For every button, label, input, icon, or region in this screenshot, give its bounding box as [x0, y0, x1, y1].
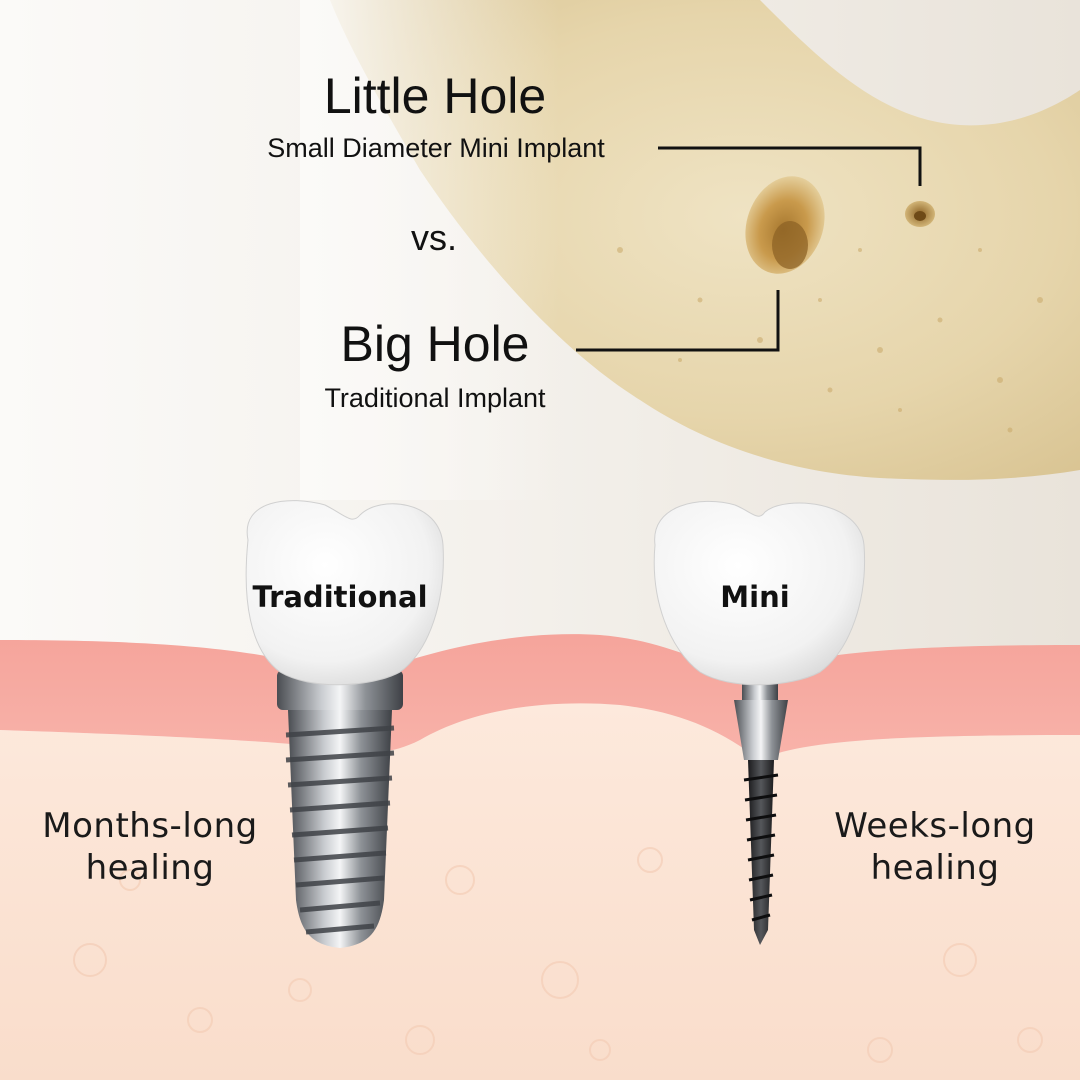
mini-label: Mini	[720, 580, 790, 614]
traditional-crown	[245, 500, 444, 686]
mini-healing-line2: healing	[870, 848, 1000, 888]
little-hole-subtitle: Small Diameter Mini Implant	[267, 133, 605, 163]
traditional-healing-line2: healing	[85, 848, 215, 888]
mini-crown	[653, 500, 866, 686]
mini-healing-line1: Weeks-long	[834, 806, 1036, 846]
big-hole-leader-line	[576, 290, 780, 352]
traditional-label: Traditional	[252, 580, 428, 614]
traditional-implant	[245, 500, 444, 948]
traditional-healing-line1: Months-long	[42, 806, 258, 846]
leader-lines	[576, 146, 922, 352]
big-hole	[745, 176, 825, 274]
little-hole	[905, 201, 935, 227]
jawbone	[300, 0, 1080, 500]
big-hole-subtitle: Traditional Implant	[324, 383, 546, 413]
traditional-healing-text: Months-long healing	[30, 805, 270, 889]
vs-label: vs.	[410, 217, 457, 258]
big-hole-title: Big Hole	[340, 316, 530, 372]
mini-implant	[653, 500, 866, 945]
little-hole-leader-line	[658, 146, 922, 186]
bone-tissue	[0, 703, 1080, 1080]
tissue-texture	[73, 847, 1043, 1063]
mini-healing-text: Weeks-long healing	[820, 805, 1050, 889]
little-hole-title: Little Hole	[323, 68, 547, 124]
